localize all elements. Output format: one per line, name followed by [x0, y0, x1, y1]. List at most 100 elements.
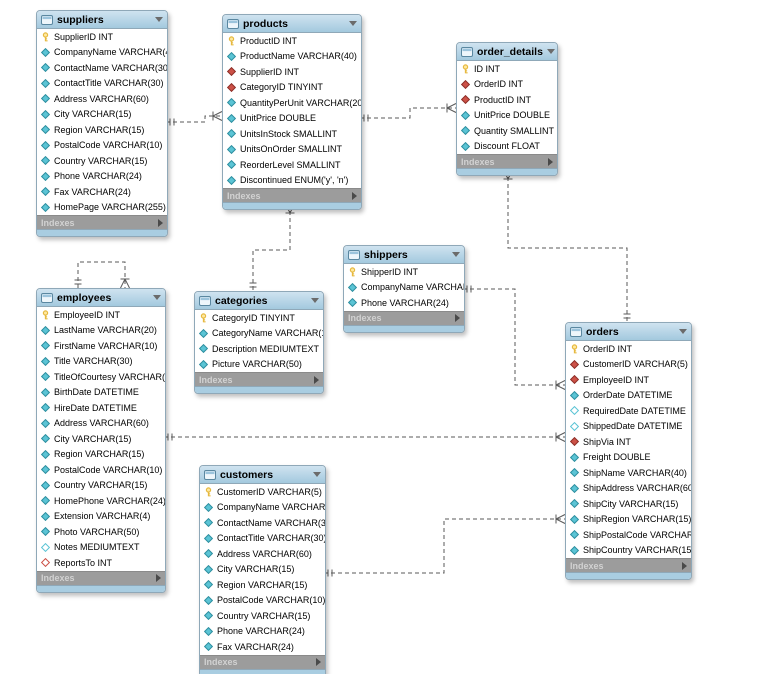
table-header[interactable]: categories: [195, 292, 323, 310]
table-header[interactable]: customers: [200, 466, 325, 484]
table-header[interactable]: order_details: [457, 43, 557, 61]
expand-arrow-icon[interactable]: [682, 561, 687, 570]
table-header[interactable]: products: [223, 15, 361, 33]
column-definition: HomePage VARCHAR(255): [54, 202, 166, 213]
table-header[interactable]: suppliers: [37, 11, 167, 29]
column-definition: ContactName VARCHAR(30): [54, 62, 168, 73]
table-header[interactable]: employees: [37, 289, 165, 307]
column-definition: Country VARCHAR(15): [54, 480, 148, 491]
column-definition: SupplierID INT: [54, 31, 114, 42]
table-bottom-strip: [457, 168, 557, 175]
column-row: Phone VARCHAR(24): [200, 624, 325, 640]
expand-arrow-icon[interactable]: [352, 191, 357, 200]
column-row: Region VARCHAR(15): [37, 122, 167, 138]
table-bottom-strip: [344, 324, 464, 332]
foreign-key-icon: [570, 375, 579, 385]
column-row: Country VARCHAR(15): [37, 153, 167, 169]
relationship-products-categories[interactable]: [249, 203, 295, 291]
column-definition: CategoryID TINYINT: [212, 312, 295, 323]
column-row: Phone VARCHAR(24): [37, 169, 167, 185]
indexes-label: Indexes: [227, 190, 261, 201]
column-row: TitleOfCourtesy VARCHAR(25): [37, 369, 165, 385]
column-definition: UnitPrice DOUBLE: [240, 113, 317, 124]
table-title: categories: [215, 294, 268, 307]
table-header[interactable]: shippers: [344, 246, 464, 264]
column-row: Notes MEDIUMTEXT: [37, 540, 165, 556]
collapse-arrow-icon[interactable]: [452, 252, 460, 257]
column-notnull-icon: [204, 580, 213, 590]
column-definition: PostalCode VARCHAR(10): [217, 595, 326, 606]
column-definition: LastName VARCHAR(20): [54, 325, 157, 336]
column-row: ContactName VARCHAR(30): [37, 60, 167, 76]
column-row: Description MEDIUMTEXT: [195, 341, 323, 357]
column-definition: Notes MEDIUMTEXT: [54, 542, 140, 553]
relationship-suppliers-products[interactable]: [166, 111, 223, 126]
indexes-footer[interactable]: Indexes: [200, 654, 325, 669]
collapse-arrow-icon[interactable]: [313, 472, 321, 477]
column-notnull-icon: [41, 387, 50, 397]
expand-arrow-icon[interactable]: [316, 658, 321, 666]
relationship-employees-employees[interactable]: [74, 261, 130, 289]
indexes-footer[interactable]: Indexes: [37, 215, 167, 229]
relationship-products-order_details[interactable]: [360, 103, 457, 122]
primary-key-icon: [227, 36, 236, 46]
column-row: ContactTitle VARCHAR(30): [200, 531, 325, 547]
expand-arrow-icon[interactable]: [548, 157, 553, 166]
table-header[interactable]: orders: [566, 323, 691, 341]
column-row: SupplierID INT: [37, 29, 167, 45]
column-row: ReportsTo INT: [37, 555, 165, 571]
relationship-order_details-orders[interactable]: [503, 169, 631, 322]
indexes-footer[interactable]: Indexes: [566, 558, 691, 572]
indexes-footer[interactable]: Indexes: [223, 188, 361, 202]
column-notnull-icon: [41, 140, 50, 150]
relationship-customers-orders[interactable]: [324, 514, 566, 577]
table-title: shippers: [364, 248, 408, 261]
expand-arrow-icon[interactable]: [314, 375, 319, 384]
expand-arrow-icon[interactable]: [455, 314, 460, 322]
column-row: LastName VARCHAR(20): [37, 323, 165, 339]
collapse-arrow-icon[interactable]: [311, 298, 319, 303]
column-row: OrderID INT: [457, 77, 557, 93]
primary-key-icon: [199, 313, 208, 323]
expand-arrow-icon[interactable]: [156, 574, 161, 582]
foreign-key-icon: [461, 95, 470, 105]
column-row: CompanyName VARCHAR(40): [200, 500, 325, 516]
column-definition: OrderID INT: [474, 79, 524, 90]
expand-arrow-icon[interactable]: [158, 218, 163, 227]
primary-key-icon: [348, 267, 357, 277]
collapse-arrow-icon[interactable]: [349, 21, 357, 26]
column-definition: Region VARCHAR(15): [217, 579, 308, 590]
column-row: HomePhone VARCHAR(24): [37, 493, 165, 509]
column-notnull-icon: [41, 325, 50, 335]
indexes-label: Indexes: [41, 573, 75, 583]
column-definition: RequiredDate DATETIME: [583, 405, 686, 416]
indexes-footer[interactable]: Indexes: [37, 570, 165, 585]
column-definition: FirstName VARCHAR(10): [54, 340, 158, 351]
column-definition: ShipCity VARCHAR(15): [583, 498, 679, 509]
relationship-employees-orders[interactable]: [164, 432, 566, 442]
relationship-shippers-orders[interactable]: [463, 285, 566, 390]
indexes-footer[interactable]: Indexes: [195, 372, 323, 386]
column-notnull-icon: [227, 129, 236, 139]
column-notnull-icon: [570, 390, 579, 400]
indexes-footer[interactable]: Indexes: [344, 310, 464, 325]
column-row: Extension VARCHAR(4): [37, 509, 165, 525]
collapse-arrow-icon[interactable]: [546, 49, 555, 54]
indexes-footer[interactable]: Indexes: [457, 154, 557, 168]
column-notnull-icon: [570, 545, 579, 555]
collapse-arrow-icon[interactable]: [153, 295, 161, 300]
collapse-arrow-icon[interactable]: [679, 329, 687, 334]
collapse-arrow-icon[interactable]: [155, 17, 163, 22]
table-title: suppliers: [57, 13, 104, 26]
column-definition: Fax VARCHAR(24): [54, 186, 131, 197]
